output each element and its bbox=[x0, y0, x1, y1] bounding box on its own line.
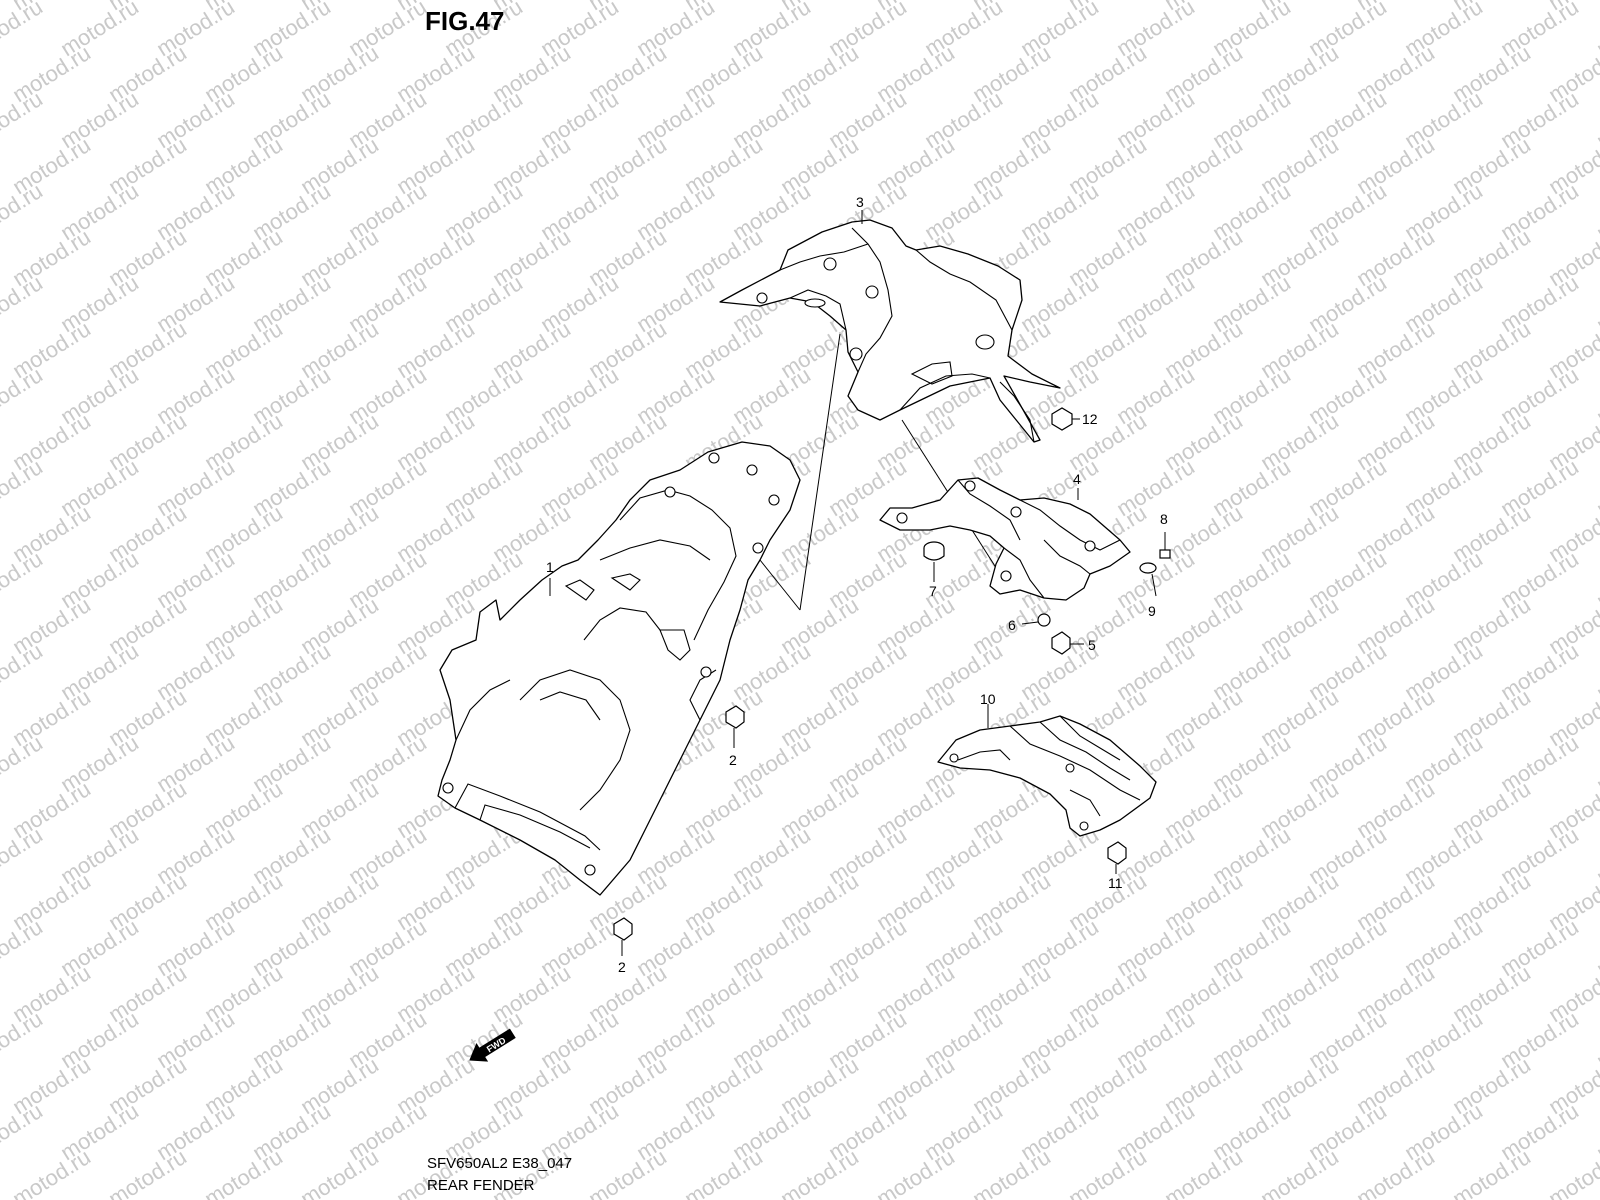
part-4-bracket bbox=[879, 477, 1131, 601]
part-11-screw bbox=[1107, 841, 1127, 874]
callout-6: 6 bbox=[1008, 617, 1016, 633]
callout-2-upper: 2 bbox=[729, 752, 737, 768]
diagram-code: SFV650AL2 E38_047 bbox=[427, 1155, 573, 1172]
callout-8: 8 bbox=[1160, 511, 1168, 527]
callout-2-lower: 2 bbox=[618, 959, 626, 975]
callout-12: 12 bbox=[1082, 411, 1098, 427]
callout-11: 11 bbox=[1108, 875, 1123, 891]
callout-3: 3 bbox=[856, 194, 864, 210]
part-10-lower-bracket bbox=[937, 715, 1157, 837]
part-1-rear-fender bbox=[437, 441, 801, 896]
assembly-line bbox=[799, 333, 841, 611]
callout-10: 10 bbox=[980, 691, 996, 707]
callout-4: 4 bbox=[1073, 471, 1081, 487]
callout-9: 9 bbox=[1148, 603, 1156, 619]
figure-title: FIG.47 bbox=[425, 6, 505, 36]
callout-7: 7 bbox=[929, 583, 937, 599]
part-2-screw-upper bbox=[725, 705, 745, 748]
part-3-tail-cover bbox=[719, 219, 1061, 443]
part-5-bolt bbox=[1051, 631, 1084, 655]
callout-1: 1 bbox=[546, 559, 554, 575]
callout-5: 5 bbox=[1088, 637, 1096, 653]
part-7-grommet bbox=[923, 541, 945, 561]
part-9-clip bbox=[1139, 562, 1157, 597]
part-8-screw bbox=[1159, 532, 1171, 559]
fwd-arrow-icon: FWD bbox=[469, 1028, 516, 1062]
part-2-screw-lower bbox=[613, 917, 633, 956]
assembly-line bbox=[759, 559, 801, 611]
part-6-washer bbox=[1021, 613, 1051, 627]
diagram-name: REAR FENDER bbox=[427, 1177, 535, 1194]
part-12-nut bbox=[1051, 407, 1080, 431]
